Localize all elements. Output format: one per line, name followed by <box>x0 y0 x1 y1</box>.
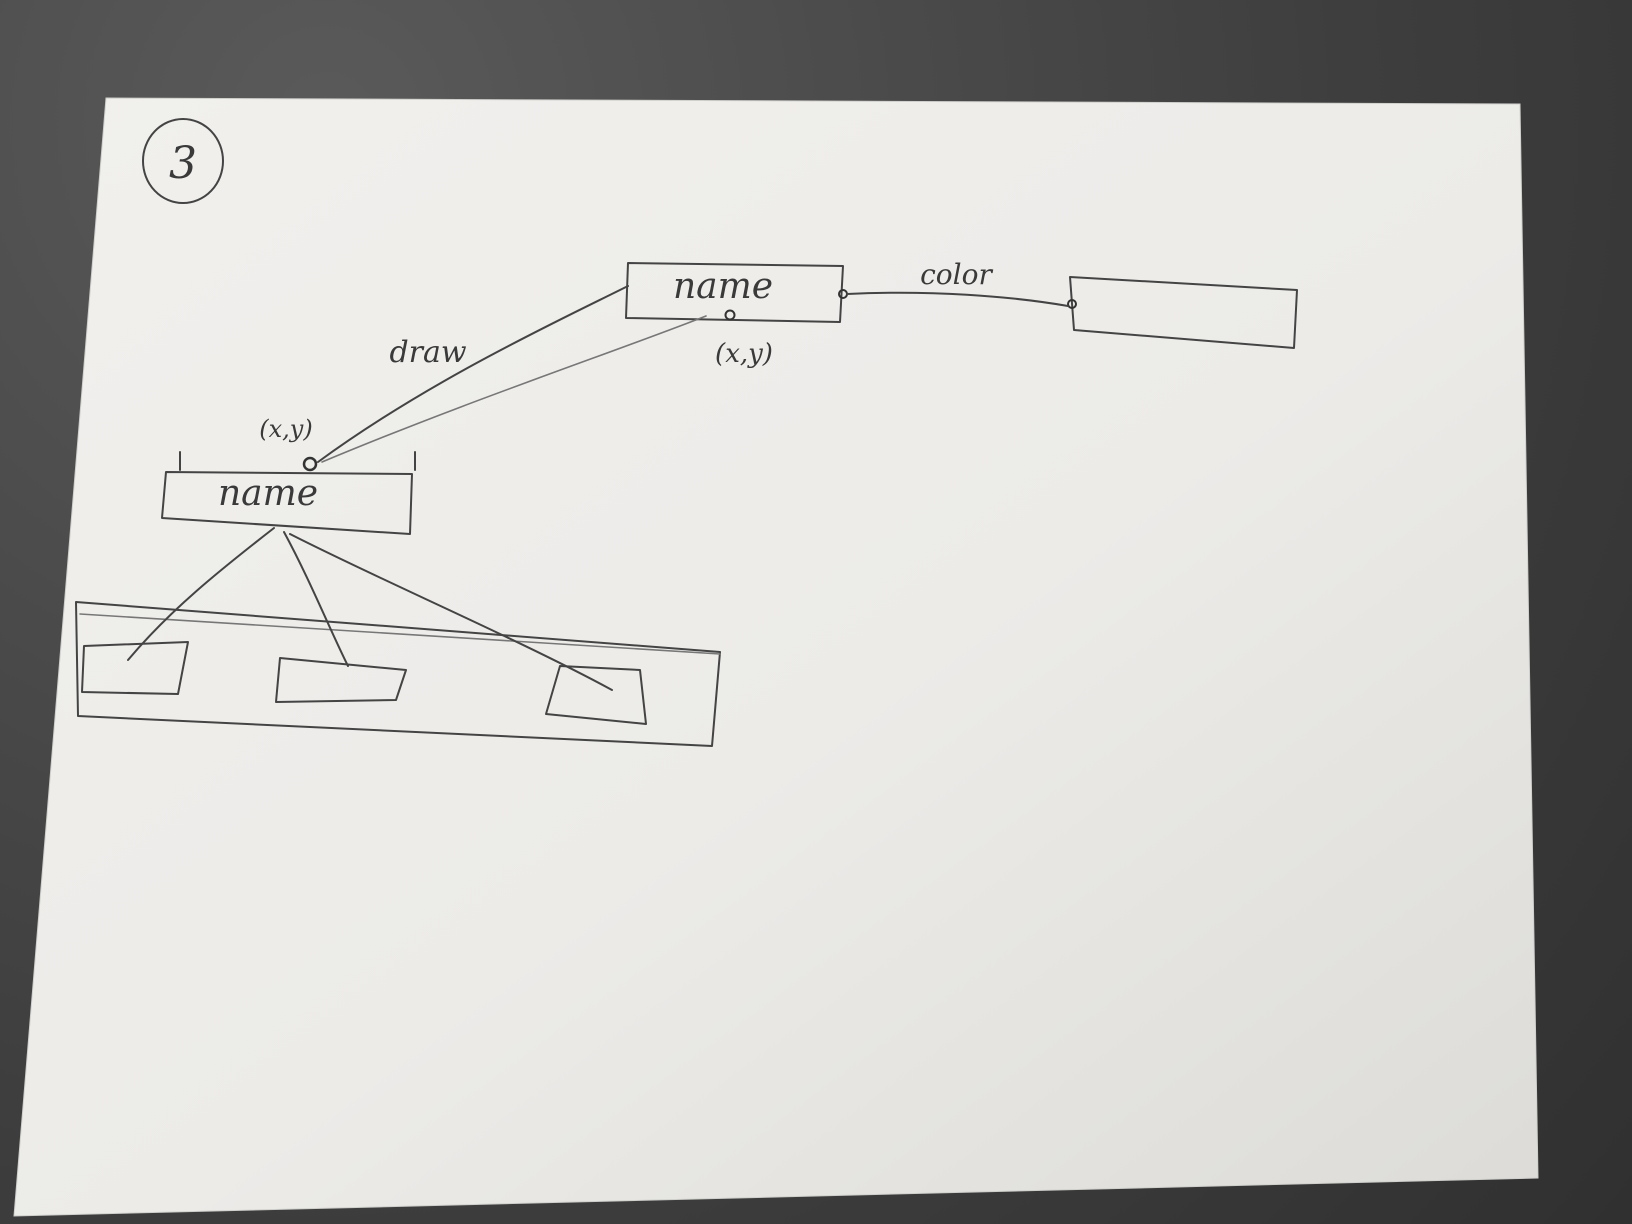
child-box-3 <box>545 665 647 725</box>
top-node-anchor-dot <box>724 309 736 321</box>
page-number: 3 <box>169 138 197 189</box>
draw-edge-label: draw <box>389 335 466 370</box>
right-node-left-dot <box>1067 299 1077 309</box>
right-node <box>1067 276 1298 349</box>
color-edge-label: color <box>920 258 993 291</box>
top-node-label: name <box>673 266 773 307</box>
color-edge <box>846 291 1069 307</box>
top-node: name <box>625 262 848 323</box>
left-node-anchor-dot <box>302 456 318 472</box>
top-node-coordinates: (x,y) <box>715 339 773 369</box>
paper-sheet <box>13 97 1539 1217</box>
child-edge-3 <box>289 533 613 691</box>
draw-edge-lower <box>321 315 707 463</box>
child-box-2 <box>275 657 407 703</box>
child-edge-2 <box>283 531 349 667</box>
draw-edge-upper <box>317 285 629 463</box>
left-node-coordinates: (x,y) <box>259 415 312 443</box>
left-node: name <box>161 451 416 535</box>
child-box-1 <box>81 641 189 695</box>
children-container-top <box>79 613 721 655</box>
children-container <box>75 601 721 747</box>
page-number-badge: 3 <box>142 118 224 204</box>
child-edge-1 <box>127 527 275 661</box>
left-node-label: name <box>218 473 318 514</box>
